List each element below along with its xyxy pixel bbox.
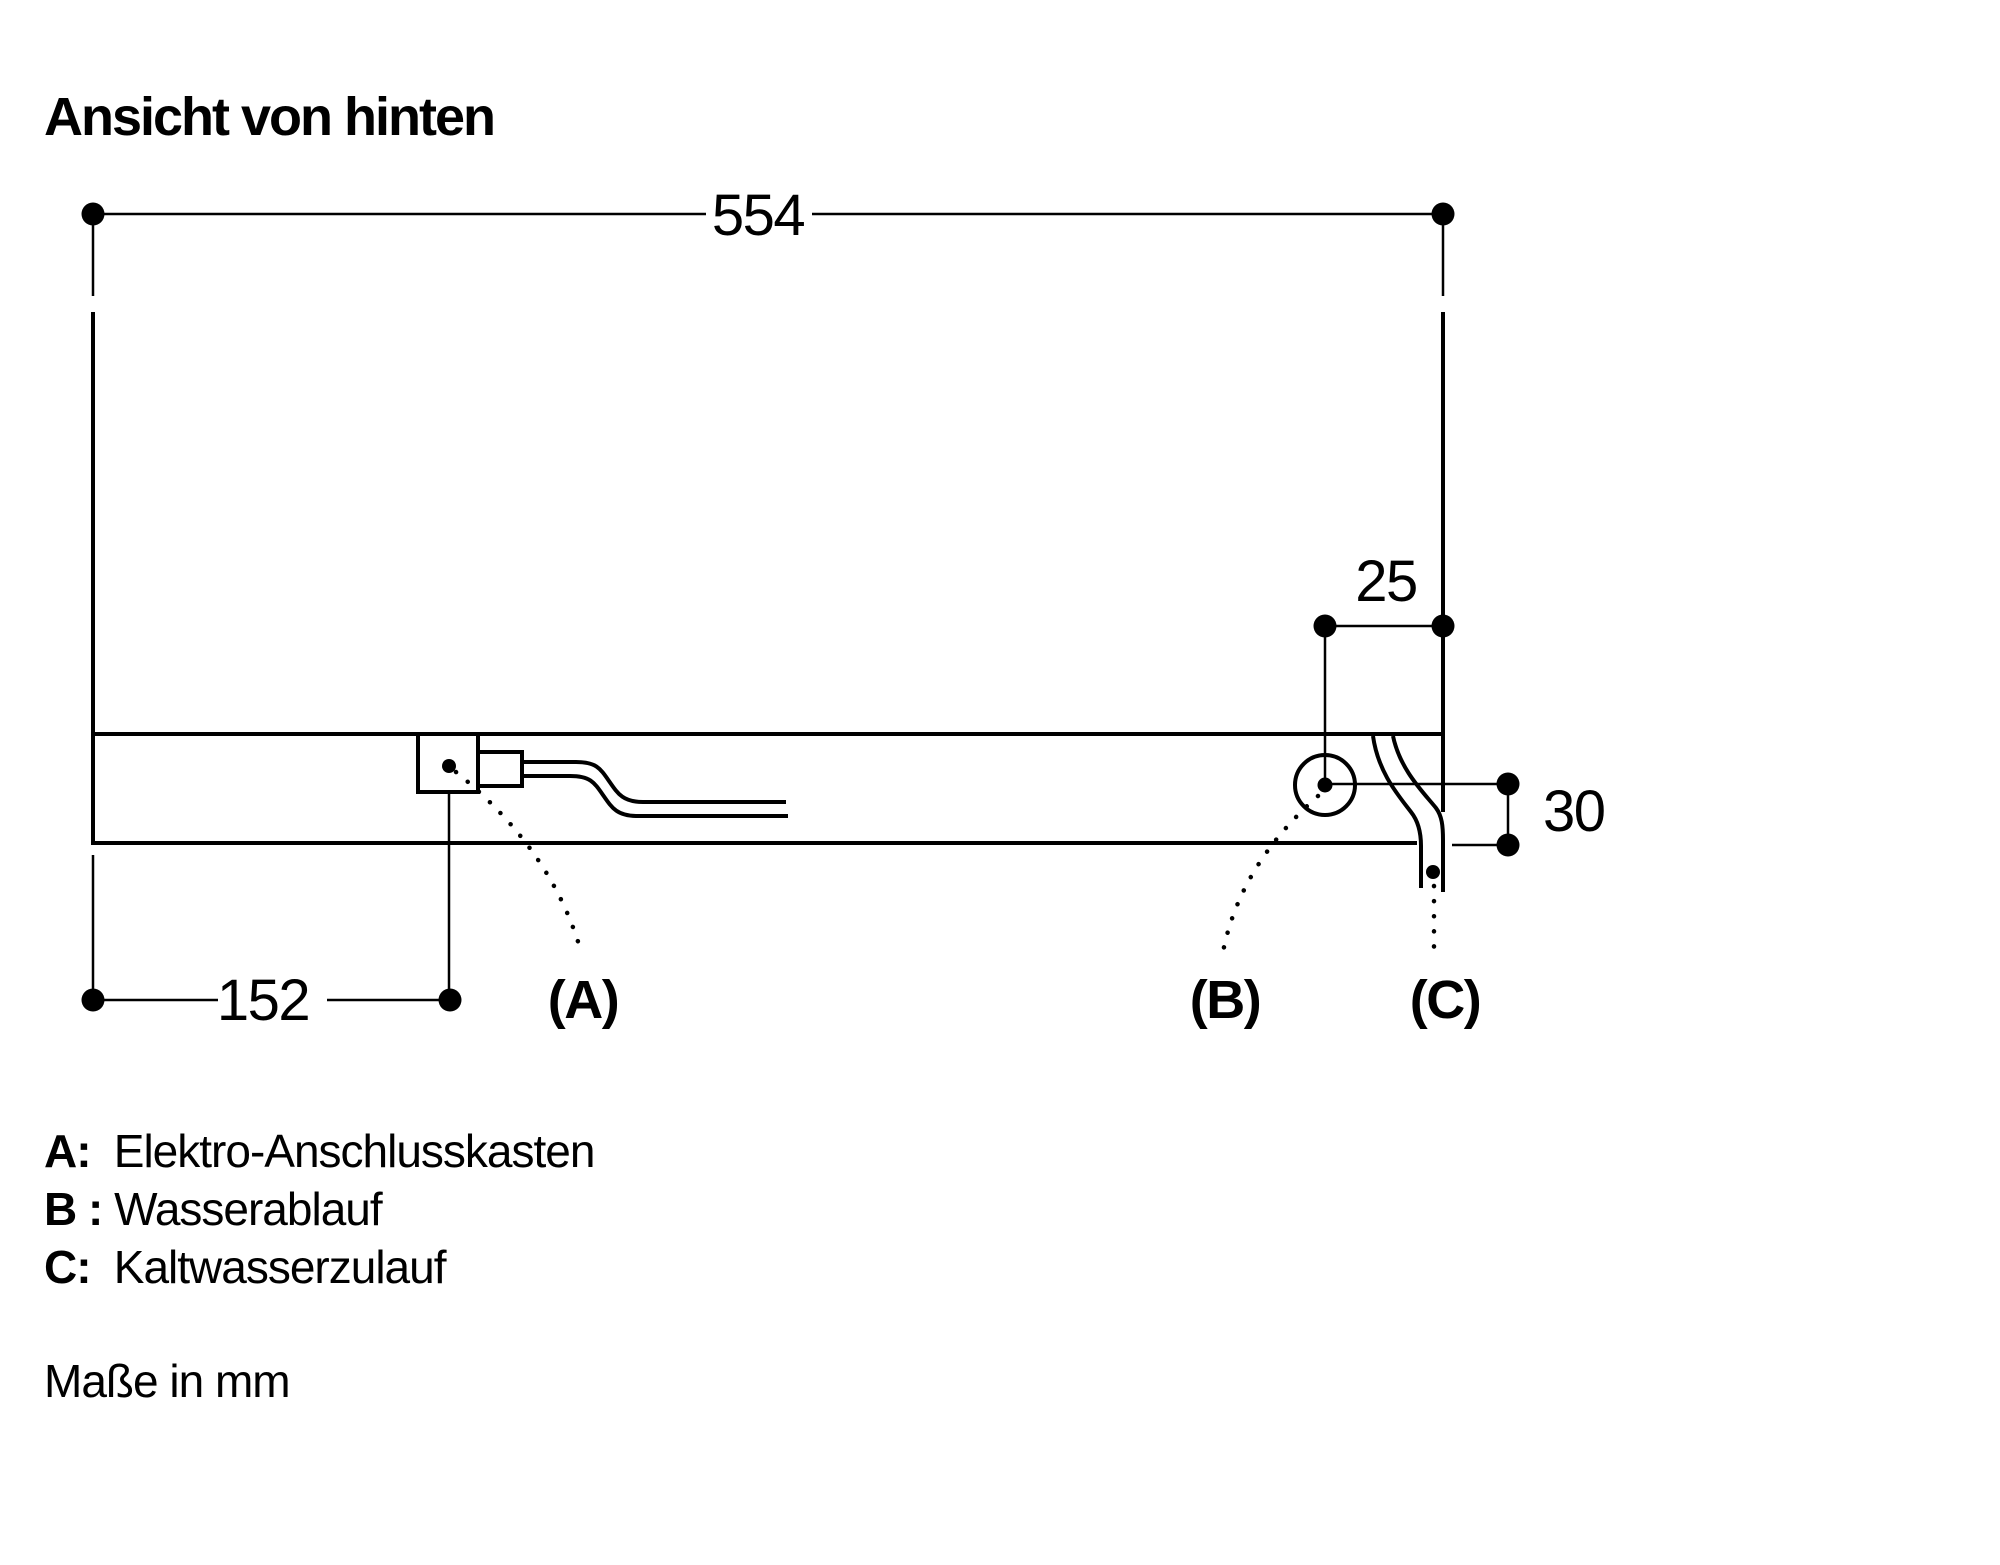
dim-554-label: 554 [712,183,805,248]
legend-row-c: C: Kaltwasserzulauf [44,1238,594,1296]
dot-30-bottom [1496,833,1520,857]
drain-center-dot [1317,777,1333,793]
dot-30-top [1496,772,1520,796]
dimension-lines [91,212,1510,1002]
callout-b-label: (B) [1190,970,1260,1030]
dimension-endpoint-dots [81,202,1520,1012]
legend: A: Elektro-Anschlusskasten B : Wasserabl… [44,1122,596,1296]
dot-554-left [81,202,105,226]
cold-water-pipe-dot [1426,865,1440,879]
callout-a-label: (A) [548,970,618,1030]
power-cable-upper-line [522,760,786,804]
legend-row-a: A: Elektro-Anschlusskasten [44,1122,596,1180]
dot-152-right [438,988,462,1012]
dim-25-label: 25 [1355,549,1417,614]
power-cable [522,760,788,818]
appliance-outline [91,312,1445,845]
leader-a-dotted [453,769,583,951]
dot-554-right [1431,202,1455,226]
legend-text-a: Elektro-Anschlusskasten [113,1125,596,1177]
legend-key-a: A: [44,1125,92,1177]
cold-water-pipe-right-line [1391,735,1445,892]
dim-152-label: 152 [217,968,309,1033]
page-title: Ansicht von hinten [44,87,496,147]
leader-b-dotted [1220,793,1321,955]
cold-water-pipe-left-line [1371,735,1423,888]
electro-box-center-dot [442,759,456,773]
callout-leaders [453,769,1437,961]
callout-c-label: (C) [1410,970,1480,1030]
dot-25-right [1431,614,1455,638]
legend-key-b: B : [44,1183,103,1235]
drain-circle [1293,753,1357,817]
dot-152-left [81,988,105,1012]
dot-25-left [1313,614,1337,638]
legend-row-b: B : Wasserablauf [44,1180,594,1238]
cold-water-pipe [1371,735,1445,892]
dim-30-label: 30 [1543,779,1605,844]
units-note: Maße in mm [44,1355,291,1407]
legend-key-c: C: [44,1241,92,1293]
power-plug [476,750,524,788]
legend-text-b: Wasserablauf [114,1183,383,1235]
legend-text-c: Kaltwasserzulauf [113,1241,447,1293]
power-cable-lower-line [522,774,788,818]
